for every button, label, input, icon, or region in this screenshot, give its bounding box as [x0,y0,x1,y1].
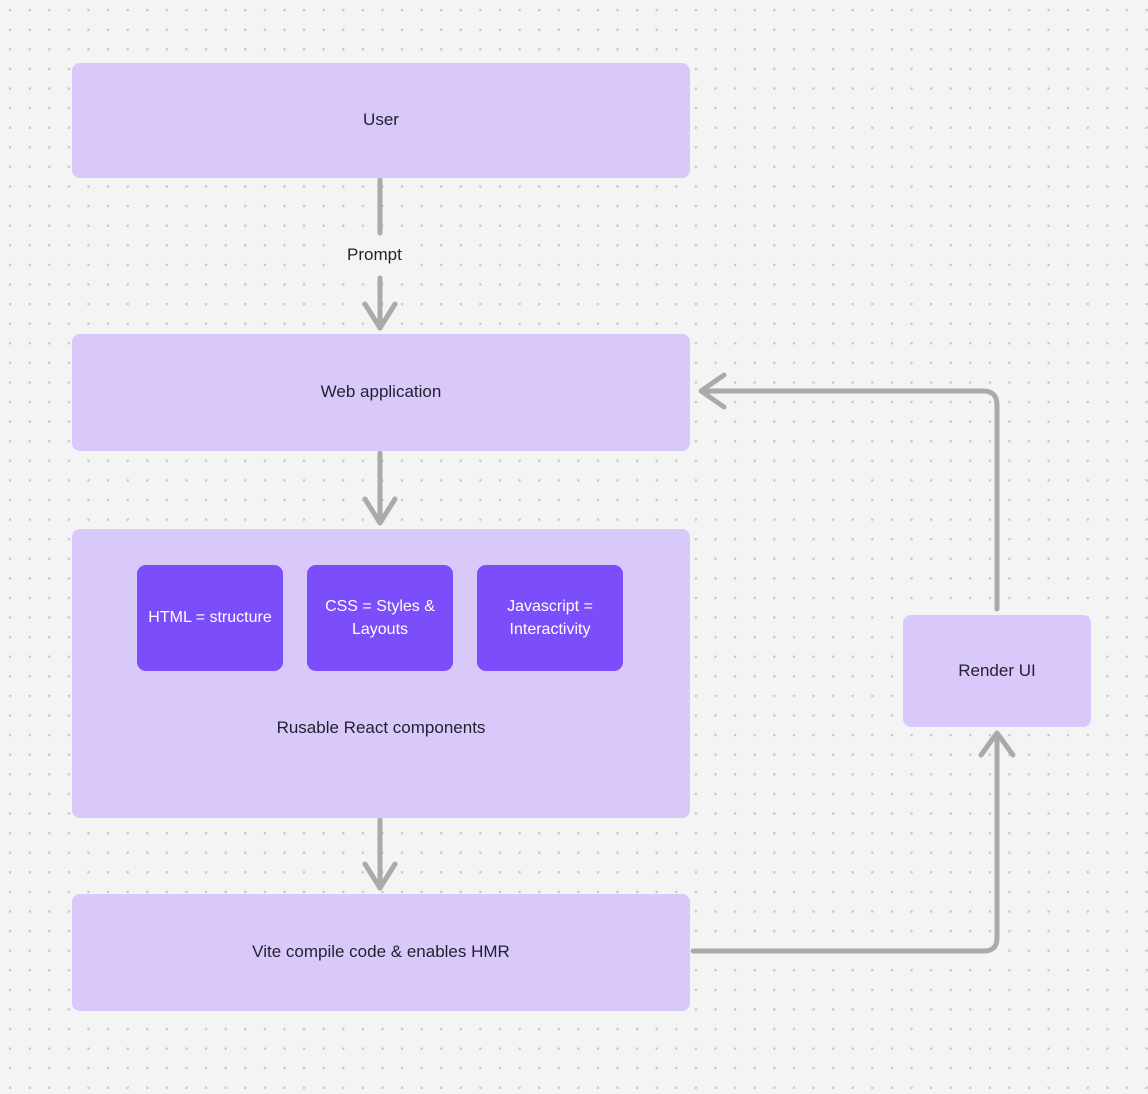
node-html-label: HTML = structure [148,609,272,627]
node-javascript-label: Javascript = Interactivity [507,597,593,638]
node-render-ui-label: Render UI [958,660,1036,680]
arrowhead-render-ui-to-web-app [698,372,727,410]
node-user[interactable]: User [72,63,690,178]
arrowhead-web-app-to-components [362,496,398,526]
node-html[interactable]: HTML = structure [137,565,283,671]
edge-label-prompt: Prompt [340,243,409,267]
node-web-application-label: Web application [320,382,442,402]
edge-render-ui-to-web-app [701,388,1000,612]
node-css[interactable]: CSS = Styles & Layouts [307,565,453,671]
arrowhead-components-to-vite [362,861,398,891]
node-web-application[interactable]: Web application [72,334,690,451]
node-vite[interactable]: Vite compile code & enables HMR [72,894,690,1011]
node-user-label: User [363,110,399,130]
arrowhead-user-to-web-app [362,301,398,331]
node-render-ui[interactable]: Render UI [903,615,1091,727]
arrowhead-vite-to-render-ui [978,730,1016,758]
node-javascript[interactable]: Javascript = Interactivity [477,565,623,671]
components-caption: Rusable React components [276,718,486,737]
edge-vite-to-render-ui [690,732,1000,954]
node-vite-label: Vite compile code & enables HMR [252,942,510,962]
node-css-label: CSS = Styles & Layouts [325,597,435,638]
